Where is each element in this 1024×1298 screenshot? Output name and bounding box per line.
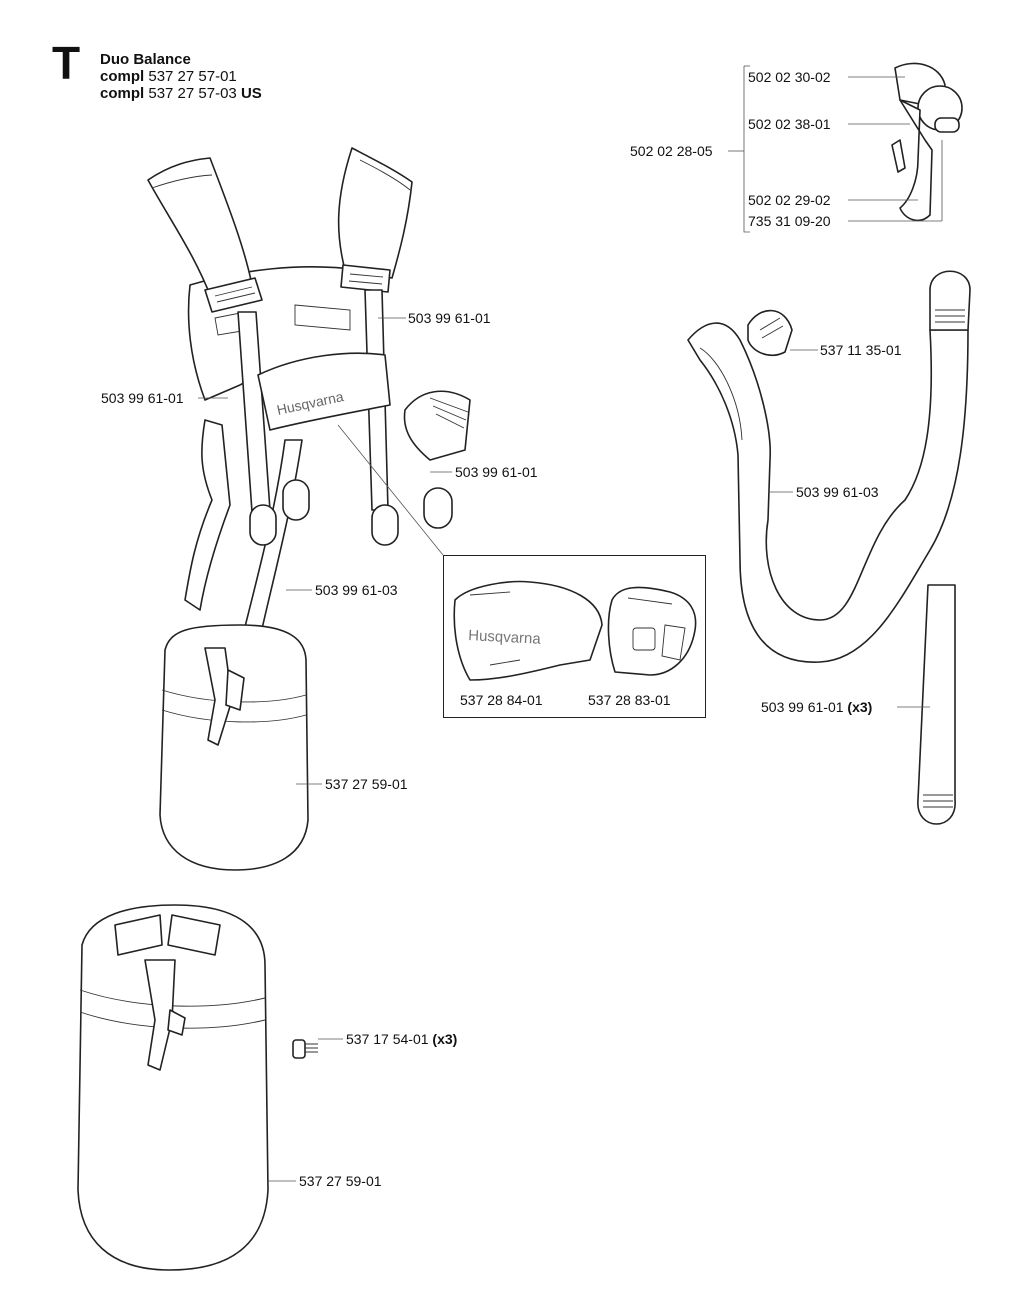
label-hook-spring: 502 02 29-02: [746, 192, 833, 208]
compl-prefix-2: compl: [100, 85, 145, 102]
detail-box: [443, 555, 706, 718]
detail-hip-pads: Husqvarna: [453, 580, 697, 681]
assembly-name: Duo Balance: [100, 51, 191, 68]
section-title-block: Duo Balance compl 537 27 57-01 compl 537…: [100, 51, 262, 102]
compl-prefix-1: compl: [100, 68, 145, 85]
compl-number-1: 537 27 57-01: [148, 68, 237, 85]
label-strap-single-qty: (x3): [847, 699, 873, 715]
compl-number-2: 537 27 57-03: [148, 85, 237, 102]
hook-illustration: [891, 62, 963, 222]
label-screw: 537 17 54-01 (x3): [344, 1031, 460, 1047]
label-buckle: 537 11 35-01: [818, 342, 904, 358]
label-hip-pad-right: 537 28 83-01: [586, 692, 673, 708]
label-bag-lower: 537 27 59-01: [297, 1173, 384, 1189]
label-bag-upper: 537 27 59-01: [323, 776, 410, 792]
buckle-illustration: [747, 309, 793, 356]
brand-logo-detail: Husqvarna: [468, 627, 542, 648]
label-screw-number: 537 17 54-01: [346, 1031, 429, 1047]
strap-end-loops: [249, 479, 453, 546]
screw-illustration: [292, 1039, 318, 1059]
compl-line-1: compl 537 27 57-01: [100, 68, 262, 85]
compl-suffix-2: US: [240, 85, 262, 102]
section-letter: T: [52, 37, 81, 89]
compl-line-2: compl 537 27 57-03 US: [100, 85, 262, 102]
label-strap-single: 503 99 61-01 (x3): [759, 699, 875, 715]
label-screw-qty: (x3): [432, 1031, 458, 1047]
leader-lines: [198, 65, 943, 1182]
label-hook-screw: 735 31 09-20: [746, 213, 833, 229]
label-hook-assembly: 502 02 28-05: [628, 143, 715, 159]
label-pad-long-left: 503 99 61-03: [313, 582, 400, 598]
label-hook-pin: 502 02 38-01: [746, 116, 833, 132]
label-strap-upper: 503 99 61-01: [406, 310, 493, 326]
harness-illustration: Husqvarna: [147, 147, 471, 661]
bag-lower-illustration: [77, 904, 269, 1271]
single-strap-illustration: [917, 584, 956, 825]
label-hip-pad-left: 537 28 84-01: [458, 692, 545, 708]
label-strap-left: 503 99 61-01: [99, 390, 186, 406]
label-pad-long-right: 503 99 61-03: [794, 484, 881, 500]
bag-upper-illustration: [159, 624, 309, 871]
label-hook-top: 502 02 30-02: [746, 69, 833, 85]
long-pad-illustration: [687, 270, 971, 663]
label-strap-right: 503 99 61-01: [453, 464, 540, 480]
label-strap-single-number: 503 99 61-01: [761, 699, 844, 715]
